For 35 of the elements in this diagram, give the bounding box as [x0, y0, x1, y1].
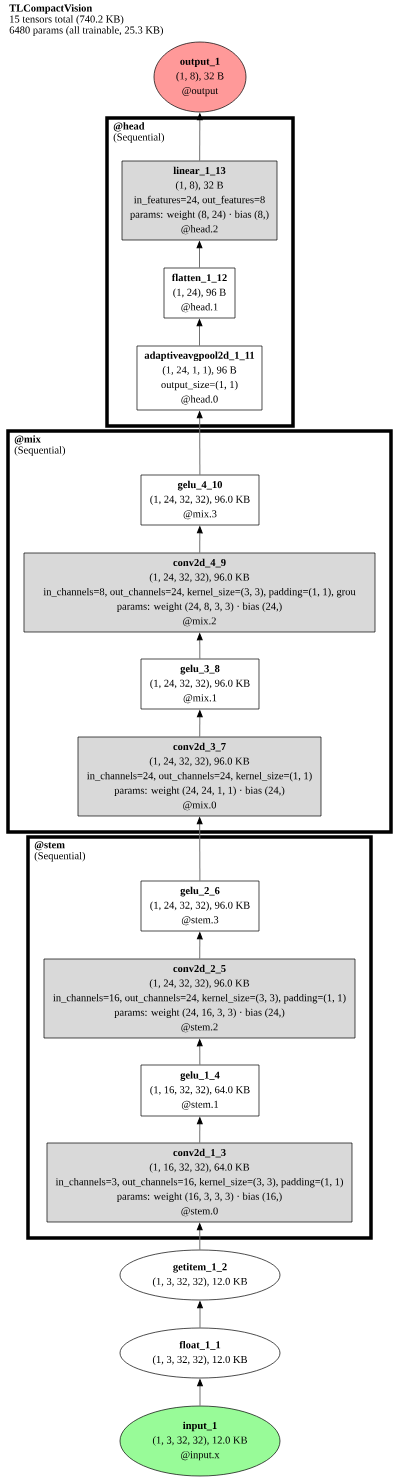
ellipse-node: float_1_1 (1, 3, 32, 32), 12.0 KB — [119, 1327, 281, 1379]
layer-box: conv2d_3_7 (1, 24, 32, 32), 96.0 KB in_channels=24, out_channels=24, kernel_size=(1, 1) params: weight (24, 24, 1, 1) · bias (24,) @mix.0 — [77, 736, 322, 817]
arrow — [196, 817, 203, 882]
layer-box: linear_1_13 (1, 8), 32 B in_features=24, out_features=8 params: weight (8, 24) · bias (8,) @head.2 — [121, 160, 278, 241]
arrow — [197, 1379, 203, 1407]
layer-box: gelu_4_10 (1, 24, 32, 32), 96.0 KB @mix.3 — [140, 474, 260, 526]
arrow — [196, 241, 203, 269]
ellipse-node: getitem_1_2 (1, 3, 32, 32), 12.0 KB — [119, 1249, 281, 1301]
group-title: @mix (Sequential) — [14, 435, 66, 456]
title: TLCompactVision — [9, 4, 93, 14]
summary-text: 6480 params (all trainable, 25.3 KB) — [9, 26, 163, 36]
group-title: @stem (Sequential) — [34, 841, 86, 862]
summary-text: 15 tensors total (740.2 KB) — [10, 15, 124, 25]
ellipse-node: output_1 (1, 8), 32 B @output — [153, 41, 247, 113]
ellipse-node: input_1 (1, 3, 32, 32), 12.0 KB @input.x — [119, 1405, 281, 1477]
layer-box: conv2d_1_3 (1, 16, 32, 32), 64.0 KB in_channels=3, out_channels=16, kernel_size=(3, 3), padding=(1, 1) params: weight (16, 3, 3, 3) · bias (16,) @stem.0 — [46, 1142, 353, 1223]
arrow — [196, 113, 203, 162]
layer-box: adaptiveavgpool2d_1_11 (1, 24, 1, 1), 96 B output_size=(1, 1) @head.0 — [136, 345, 263, 411]
arrow — [196, 633, 203, 660]
layer-box: gelu_1_4 (1, 16, 32, 32), 64.0 KB @stem.1 — [140, 1064, 260, 1117]
arrow — [196, 1039, 203, 1066]
layer-box: conv2d_4_9 (1, 24, 32, 32), 96.0 KB in_channels=8, out_channels=24, kernel_size=(3, 3), padding=(1, 1), grou params: weight (24, 8, 3, 3) · bias (24,) @mix.2 — [23, 552, 376, 633]
arrow — [196, 411, 203, 476]
layer-box: gelu_3_8 (1, 24, 32, 32), 96.0 KB @mix.1 — [140, 658, 260, 710]
layer-box: conv2d_2_5 (1, 24, 32, 32), 96.0 KB in_channels=16, out_channels=24, kernel_size=(3, 3), padding=(1, 1) params: weight (24, 16, 3, 3) · bias (24,) @stem.2 — [43, 958, 356, 1039]
arrow — [196, 932, 203, 960]
layer-box: flatten_1_12 (1, 24), 96 B @head.1 — [163, 267, 236, 319]
arrow — [196, 1223, 203, 1251]
arrow — [196, 1117, 203, 1144]
group-title: @head (Sequential) — [113, 122, 165, 143]
layer-box: gelu_2_6 (1, 24, 32, 32), 96.0 KB @stem.3 — [140, 880, 260, 932]
arrow — [196, 710, 203, 738]
arrow — [196, 526, 203, 554]
arrow — [196, 319, 203, 347]
arrow — [197, 1301, 203, 1329]
